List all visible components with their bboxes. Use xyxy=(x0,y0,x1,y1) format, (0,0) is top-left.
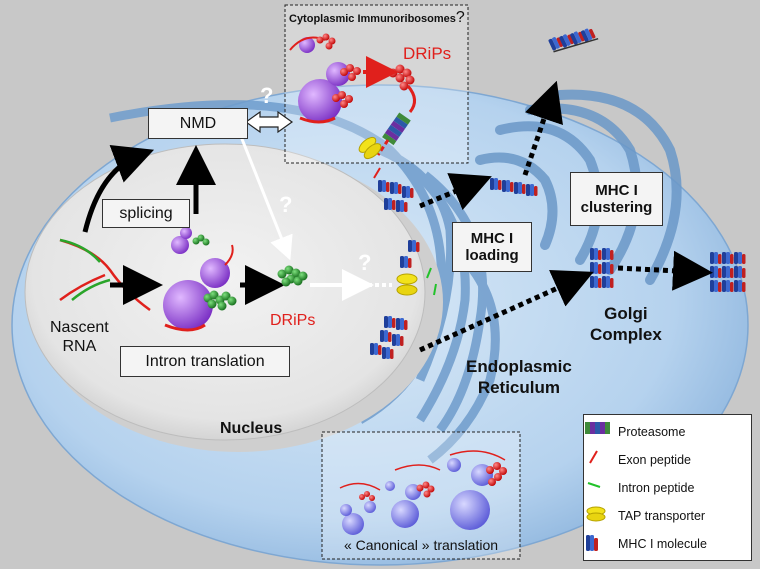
immunoribosomes-title: Cytoplasmic Immunoribosomes? xyxy=(289,9,465,27)
mhc-loading-box: MHC I loading xyxy=(452,222,532,272)
intron-peptide-icon xyxy=(587,482,601,488)
nucleus-label: Nucleus xyxy=(220,420,283,437)
golgi-complex xyxy=(475,89,682,285)
legend-row-mhc: MHC I molecule xyxy=(584,533,753,555)
legend-label-proteasome: Proteasome xyxy=(618,425,686,439)
immunoribosomes-question: ? xyxy=(455,9,465,26)
splicing-label: splicing xyxy=(119,204,173,222)
exon-peptide-icon xyxy=(589,450,598,464)
surface-mhc-right xyxy=(710,252,746,292)
er-label: Endoplasmic Reticulum xyxy=(466,357,572,397)
legend-row-intron: Intron peptide xyxy=(584,477,753,499)
nuclear-ribosomes xyxy=(163,227,234,332)
intron-peptide-chain-nucleus xyxy=(192,234,308,311)
proteasome-icon xyxy=(585,422,610,434)
legend-label-exon: Exon peptide xyxy=(618,453,691,467)
canonical-translation-label: « Canonical » translation xyxy=(343,537,499,553)
canonical-ribosomes xyxy=(339,450,506,535)
legend-row-proteasome: Proteasome xyxy=(584,421,753,443)
nmd-double-arrow xyxy=(244,110,294,134)
canonical-exon-peptides xyxy=(359,462,507,501)
drips-cytoplasm-label: DRiPs xyxy=(403,44,452,63)
intron-translation-box: Intron translation xyxy=(120,346,290,377)
legend: Proteasome Exon peptide Intron peptide T… xyxy=(583,414,752,561)
exon-path-dashes xyxy=(376,139,390,156)
nascent-rna-label: Nascent RNA xyxy=(50,319,109,355)
proteasome xyxy=(382,112,411,146)
intron-peptide-marker-2 xyxy=(433,283,437,296)
white-arrows xyxy=(238,133,392,301)
tap-transporter-upper xyxy=(358,136,382,160)
surface-mhc-top xyxy=(548,26,599,53)
immunoribosomes-label: Cytoplasmic Immunoribosomes xyxy=(289,13,456,25)
intron-peptide-marker xyxy=(426,267,432,279)
golgi-label: Golgi Complex xyxy=(590,304,662,344)
tap-transporter-lower xyxy=(396,273,418,296)
legend-row-tap: TAP transporter xyxy=(584,505,753,527)
drips-nucleus-label: DRiPs xyxy=(270,312,316,329)
intron-translation-label: Intron translation xyxy=(145,352,265,370)
mhc-molecule-icon xyxy=(586,535,598,551)
mhc-clustering-label: MHC I clustering xyxy=(580,182,653,216)
legend-label-tap: TAP transporter xyxy=(618,509,706,523)
nmd-box: NMD xyxy=(148,108,248,139)
question-mark-1: ? xyxy=(260,83,274,108)
splicing-box: splicing xyxy=(102,199,190,228)
legend-row-exon: Exon peptide xyxy=(584,449,753,471)
canonical-translation-box: « Canonical » translation xyxy=(327,534,515,556)
drip-to-proteasome-strand xyxy=(406,85,416,113)
transport-arrows xyxy=(418,80,713,353)
question-mark-2: ? xyxy=(279,192,293,217)
legend-label-mhc: MHC I molecule xyxy=(618,537,707,551)
nucleus-arrows xyxy=(82,145,285,305)
legend-label-intron: Intron peptide xyxy=(618,481,695,495)
question-mark-3: ? xyxy=(358,250,372,275)
mhc-loading-label: MHC I loading xyxy=(465,230,519,264)
tap-transporter-icon xyxy=(586,506,606,522)
nmd-label: NMD xyxy=(179,114,217,132)
exon-peptide-marker xyxy=(373,167,381,179)
mhc-clustering-box: MHC I clustering xyxy=(570,172,663,226)
